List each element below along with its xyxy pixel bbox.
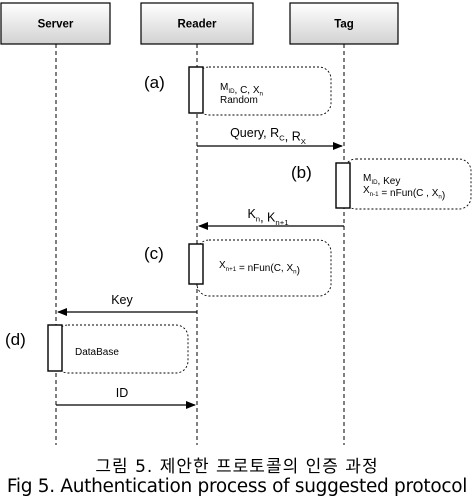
figure-caption-english: Fig 5. Authentication process of suggest… [6, 476, 468, 497]
participant-label: Server [38, 19, 74, 31]
message-label: Kn, Kn+1 [247, 207, 288, 227]
step-marker: (a) [144, 73, 165, 92]
message-label: Query, RC, RX [230, 126, 306, 146]
participant-server: Server [0, 2, 111, 45]
message-server-to-reader: ID [56, 386, 196, 409]
step-note-frame [196, 66, 332, 116]
message-label: ID [116, 386, 129, 400]
participant-label: Tag [334, 19, 354, 31]
step-note-line: Random [220, 95, 258, 106]
participant-reader: Reader [140, 2, 254, 45]
participant-tag: Tag [289, 2, 399, 45]
message-tag-to-reader: Kn, Kn+1 [198, 207, 344, 230]
participant-label: Reader [178, 19, 218, 31]
step-note-line: MID, C, Xn [220, 82, 264, 98]
activation-box [335, 162, 351, 209]
participant-box [289, 2, 399, 45]
activation-box [47, 324, 63, 372]
message-label: Key [111, 293, 133, 307]
step-c: (c) Xn+1 = nFun(C, Xn) [144, 239, 332, 297]
step-d: (d) DataBase [5, 324, 189, 374]
step-note-line: Xn+1 = nFun(C, Xn) [219, 260, 300, 277]
step-marker: (c) [144, 244, 164, 263]
step-marker: (d) [5, 330, 26, 349]
activation-box [188, 66, 204, 114]
step-note-line: Xn-1 = nFun(C , Xn) [363, 185, 445, 202]
message-reader-to-server: Key [57, 293, 197, 316]
step-note-line: DataBase [75, 347, 119, 358]
figure-caption-korean: 그림 5. 제안한 프로토콜의 인증 과정 [95, 457, 379, 477]
step-note-frame [343, 158, 472, 210]
participant-box [140, 2, 254, 45]
message-reader-to-tag: Query, RC, RX [197, 126, 343, 150]
participant-box [0, 2, 111, 45]
activation-box [188, 243, 204, 285]
step-note-line: MID, Key [363, 173, 400, 187]
step-marker: (b) [291, 163, 312, 182]
